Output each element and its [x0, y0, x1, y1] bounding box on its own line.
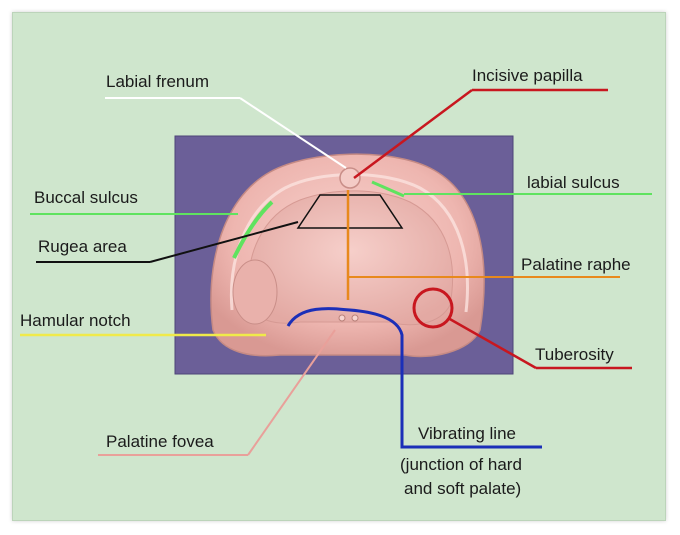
fovea-right	[351, 314, 359, 322]
label-palatine-raphe: Palatine raphe	[521, 255, 631, 274]
label-incisive-papilla: Incisive papilla	[472, 66, 583, 85]
label-palatine-fovea: Palatine fovea	[106, 432, 214, 451]
fovea-leader	[247, 329, 336, 456]
label-tuberosity: Tuberosity	[535, 345, 614, 364]
fovea-left	[338, 314, 346, 322]
label-rugea-area: Rugea area	[38, 237, 127, 256]
label-labial-sulcus: labial sulcus	[527, 173, 620, 192]
label-buccal-sulcus: Buccal sulcus	[34, 188, 138, 207]
tuberosity-leader	[447, 316, 537, 370]
left-tuberosity	[232, 259, 278, 325]
label-vibrating-note-2: and soft palate)	[404, 479, 522, 498]
labial-sulcus-leader	[371, 180, 405, 198]
label-vibrating-line: Vibrating line	[418, 424, 516, 443]
frenum-leader	[239, 97, 347, 169]
label-hamular-notch: Hamular notch	[20, 311, 131, 330]
rugae-outline	[296, 194, 404, 229]
papilla-leader	[353, 88, 473, 180]
label-labial-frenum: Labial frenum	[106, 72, 210, 91]
vibrating-line	[286, 307, 542, 449]
palate-vault	[247, 190, 453, 326]
label-vibrating-note-1: (junction of hard	[400, 455, 522, 474]
papilla-bump	[339, 167, 361, 189]
tuberosity-marker	[412, 287, 454, 329]
